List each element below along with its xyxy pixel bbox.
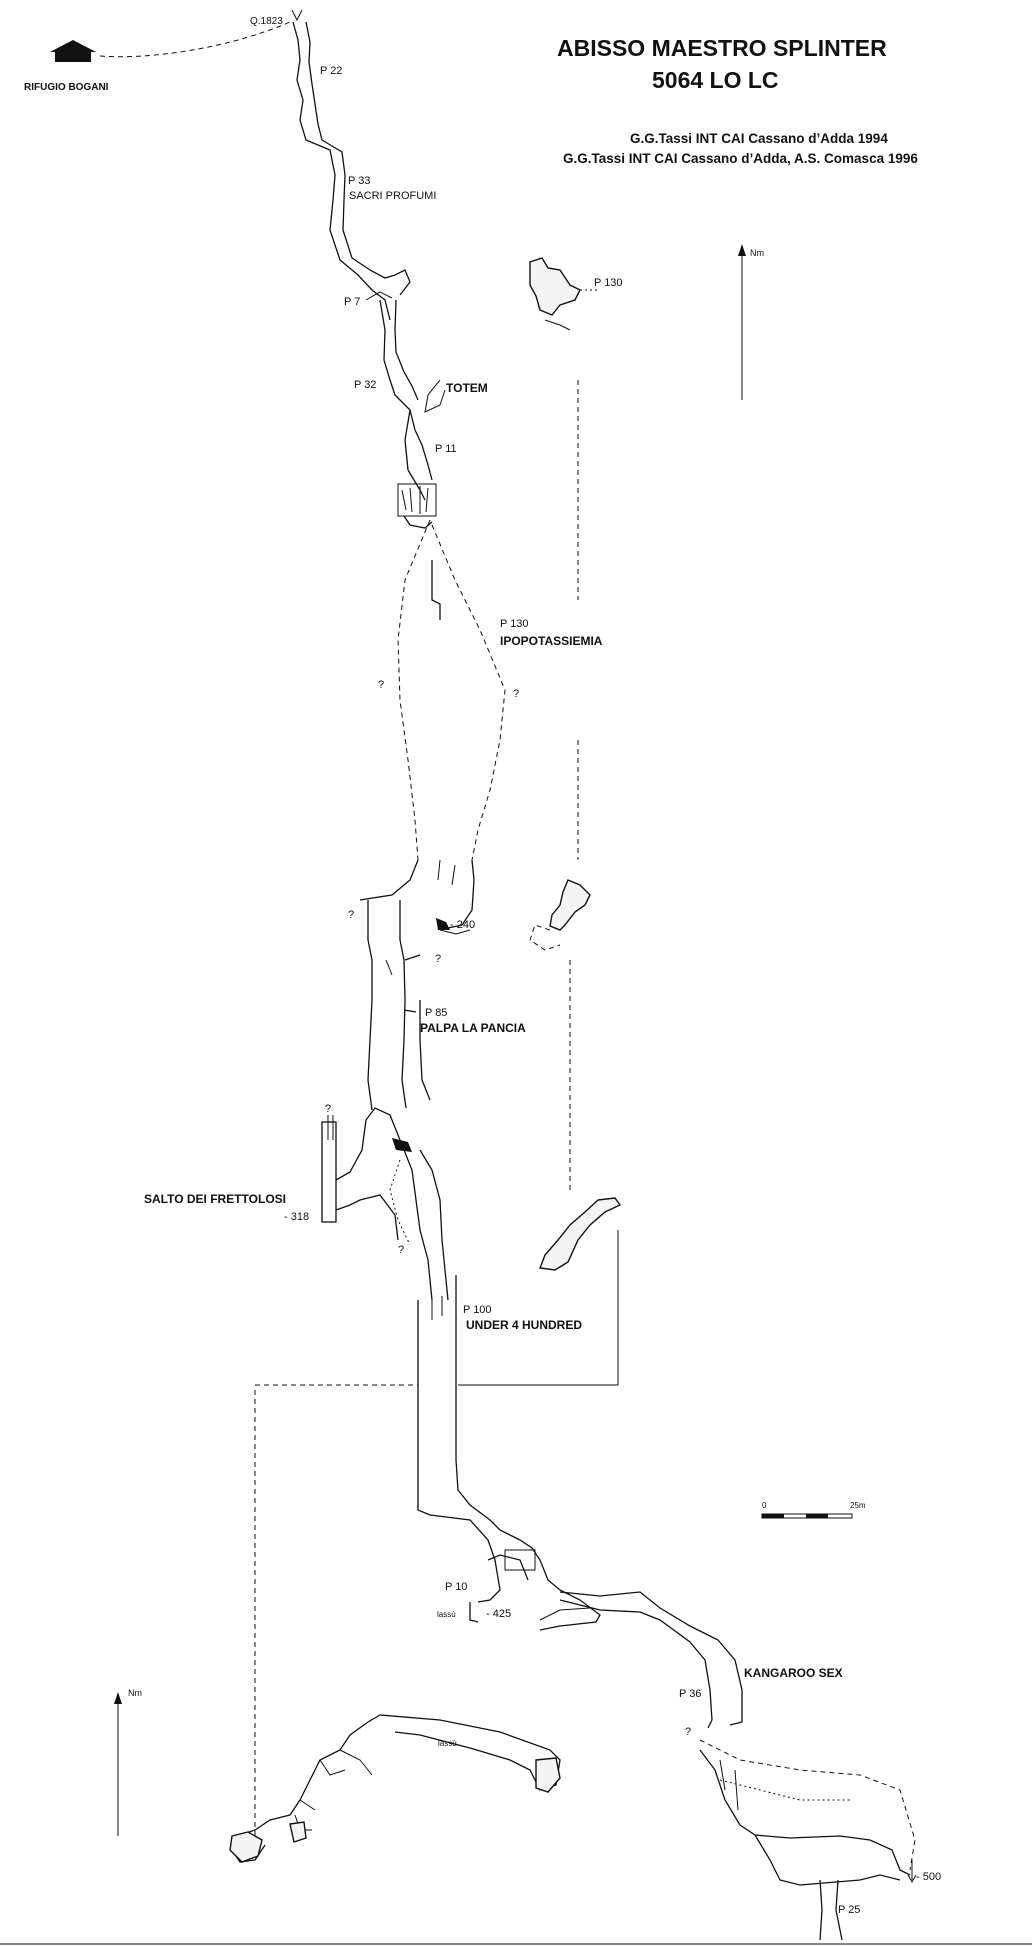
label-p85: P 85 [425,1007,447,1019]
salto-dei-frettolosi-shaft [321,1107,449,1301]
north-label-top: Nm [750,248,764,258]
p85-shaft [367,900,431,1111]
label-p36: P 36 [679,1688,701,1700]
plan-view-240 [529,879,591,951]
label-p100: P 100 [463,1304,492,1316]
label-p33: P 33 [348,175,370,187]
refuge-house-icon [50,40,96,62]
sump-240 [436,918,450,930]
question-mark-1: ? [378,679,384,691]
scale-bar [761,1513,853,1519]
plan-view-salto [539,1197,622,1271]
label-p130-plan: P 130 [594,277,623,289]
label-p7: P 7 [344,296,360,308]
surface-trail [99,21,291,58]
entrance-arrow [291,9,303,22]
question-mark-7: ? [685,1726,691,1738]
label-depth-425: - 425 [486,1608,511,1620]
label-lassu: lassù [437,1610,456,1619]
cadastre-number: 5064 LO LC [652,67,779,93]
label-p10: P 10 [445,1581,467,1593]
label-p11: P 11 [435,443,457,455]
label-depth-240: - 240 [450,919,475,931]
label-under-4-hundred: UNDER 4 HUNDRED [466,1318,582,1332]
plan-view-bottom [229,1714,561,1863]
label-palpa-la-pancia: PALPA LA PANCIA [420,1021,526,1035]
scale-end: 25m [850,1501,866,1510]
label-kangaroo-sex: KANGAROO SEX [744,1666,843,1680]
label-salto-dei-frettolosi: SALTO DEI FRETTOLOSI [144,1192,286,1206]
kangaroo-sex-passage [559,1591,916,1941]
p100-shaft [417,1275,501,1531]
question-mark-3: ? [348,909,354,921]
plan-view-p130 [529,257,600,331]
north-label-bottom: Nm [128,1688,142,1698]
north-arrow-bottom-icon [114,1692,122,1836]
bottom-arrow [907,1860,917,1884]
upper-shaft-walls [292,21,446,529]
label-p32: P 32 [354,379,376,391]
survey-title: ABISSO MAESTRO SPLINTER [557,35,887,61]
label-p25: P 25 [838,1904,860,1916]
question-mark-5: ? [325,1103,331,1115]
question-mark-6: ? [398,1244,404,1256]
scale-start: 0 [762,1501,767,1510]
credit-line-2: G.G.Tassi INT CAI Cassano d’Adda, A.S. C… [563,151,918,166]
label-depth-500: - 500 [916,1871,941,1883]
question-mark-4: ? [435,953,441,965]
label-totem: TOTEM [446,381,488,395]
north-arrow-top-icon [738,244,746,400]
label-sacri-profumi: SACRI PROFUMI [349,190,436,202]
question-mark-2: ? [513,688,519,700]
projection-guides [254,380,619,1840]
entrance-elevation: Q.1823 [250,16,283,27]
label-small-plan-note: lassù [438,1739,457,1748]
label-p130: P 130 [500,618,529,630]
p130-shaft [359,519,506,929]
refuge-label: RIFUGIO BOGANI [24,82,109,93]
credit-line-1: G.G.Tassi INT CAI Cassano d’Adda 1994 [630,131,888,146]
lower-425-passages [429,1514,601,1631]
label-depth-318: - 318 [284,1211,309,1223]
label-ipopotassiemia: IPOPOTASSIEMIA [500,634,603,648]
label-p22: P 22 [320,65,342,77]
